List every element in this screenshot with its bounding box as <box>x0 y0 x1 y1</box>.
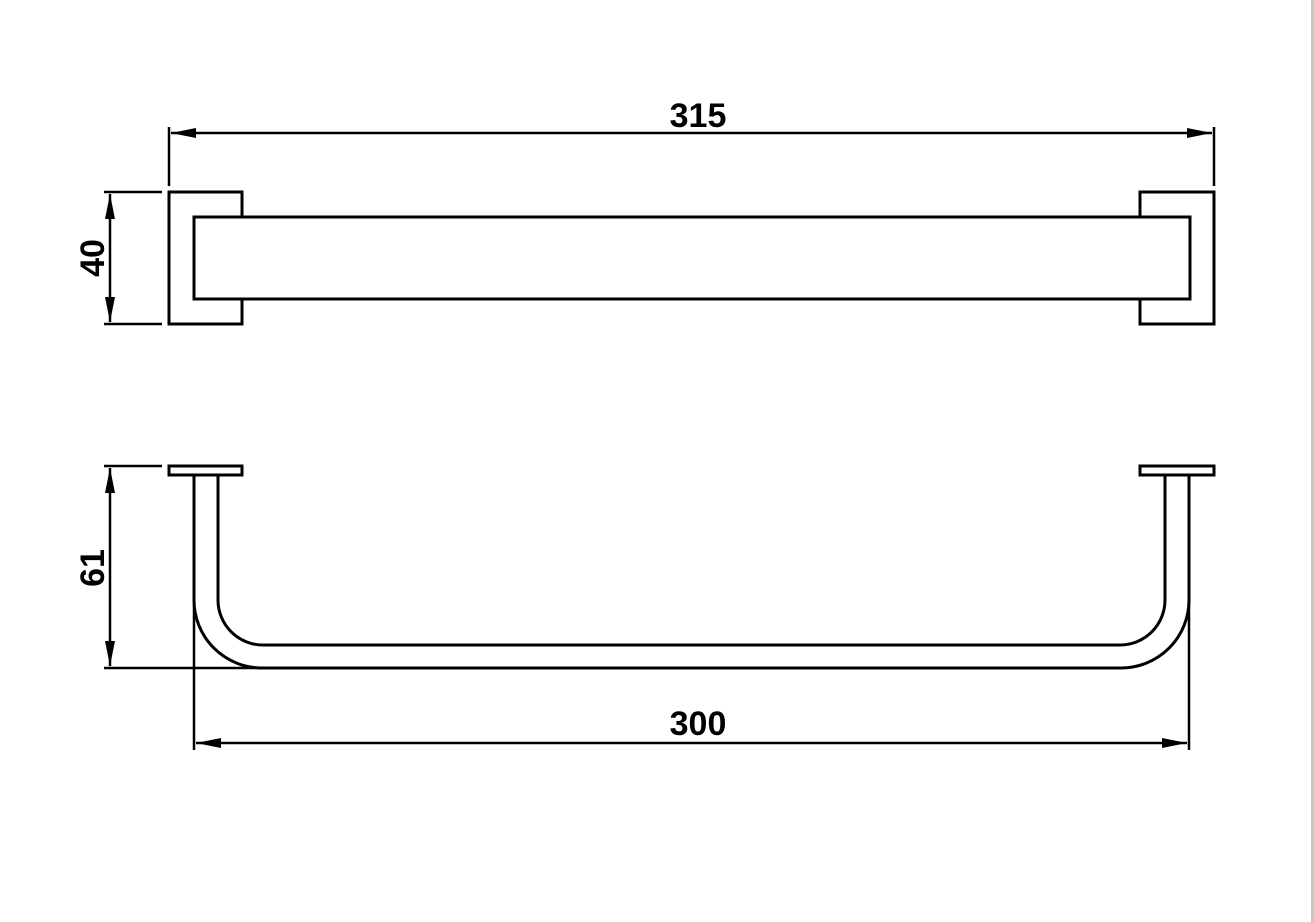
left-bracket <box>167 190 244 326</box>
dimension-label-40: 40 <box>74 239 112 277</box>
side-view: 61 300 <box>74 464 1216 750</box>
bar-outer-profile <box>192 475 1191 670</box>
dimension-label-315: 315 <box>670 97 727 135</box>
dimension-label-61: 61 <box>74 549 112 587</box>
top-view: 315 40 <box>74 97 1216 326</box>
towel-bar <box>192 215 1192 301</box>
right-wall-plate <box>1138 464 1216 477</box>
bar-inner-profile <box>216 475 1167 647</box>
window-border <box>1311 0 1314 922</box>
right-bracket <box>1138 190 1216 326</box>
left-wall-plate <box>167 464 244 477</box>
dimension-label-300: 300 <box>670 705 727 743</box>
